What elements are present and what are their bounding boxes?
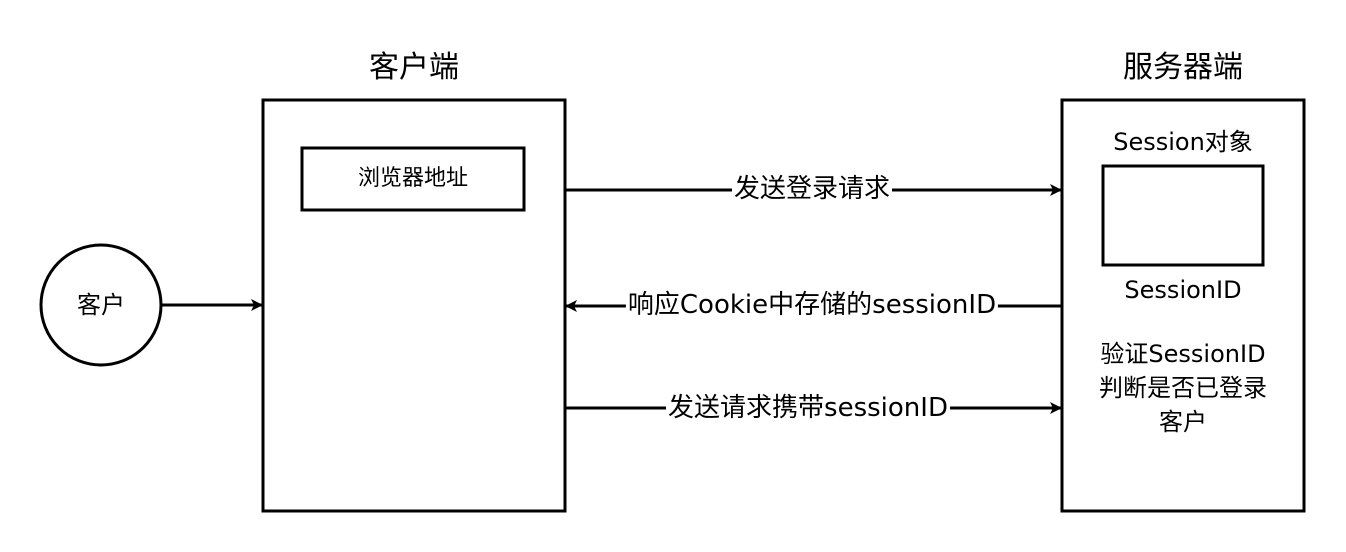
server-title: 服务器端 (1123, 50, 1243, 85)
address-bar-label: 浏览器地址 (357, 166, 469, 191)
verify-text: 验证SessionID判断是否已登录客户 (1099, 340, 1267, 436)
login-request-label: 发送登录请求 (731, 174, 893, 204)
server-box (1060, 98, 1306, 513)
address-bar-box (300, 146, 526, 212)
user-label: 客户 (77, 291, 125, 319)
session-id-label: SessionID (1124, 276, 1242, 304)
client-title: 客户端 (369, 50, 459, 85)
session-object-label: Session对象 (1113, 128, 1253, 156)
session-object-box (1101, 164, 1265, 267)
request-with-session-label: 发送请求携带sessionID (666, 393, 950, 423)
cookie-response-label: 响应Cookie中存储的sessionID (625, 290, 999, 320)
